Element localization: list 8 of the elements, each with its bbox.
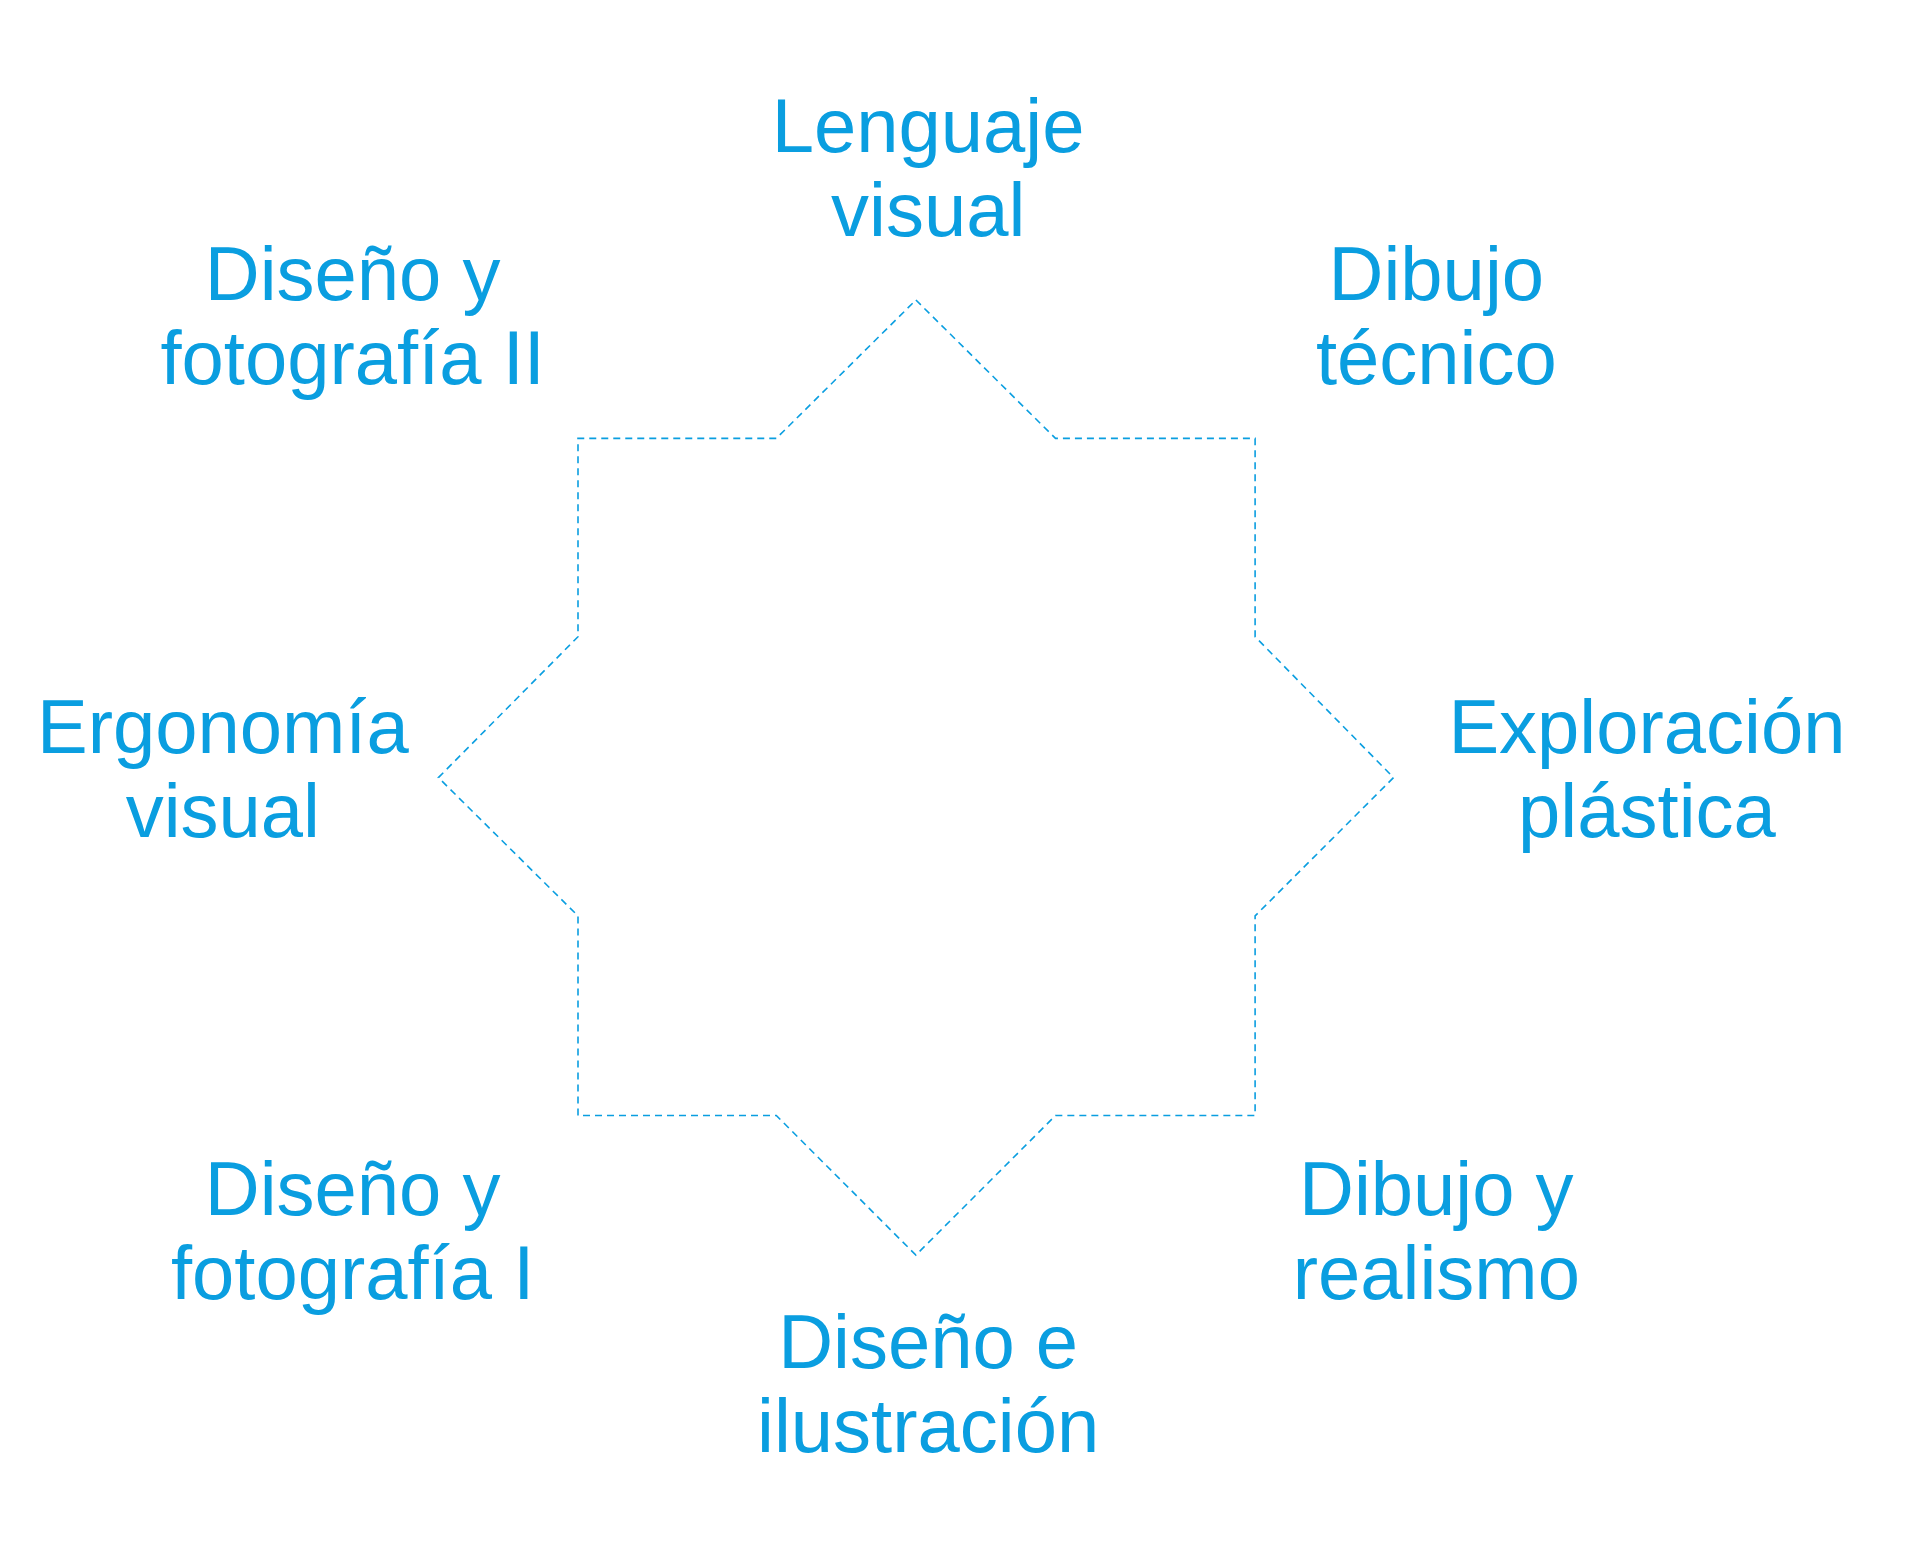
subject-label: Diseño e ilustración [756, 1299, 1101, 1468]
subject-label: Dibujo y realismo [1291, 1146, 1581, 1315]
subject-label: Diseño y fotografía II [159, 231, 546, 400]
subject-label: Ergonomía visual [35, 684, 410, 853]
subject-label: Lenguaje visual [770, 83, 1086, 252]
subject-label: Exploración plástica [1447, 684, 1847, 853]
subject-label: Diseño y fotografía I [169, 1146, 536, 1315]
subject-label: Dibujo técnico [1314, 231, 1558, 400]
